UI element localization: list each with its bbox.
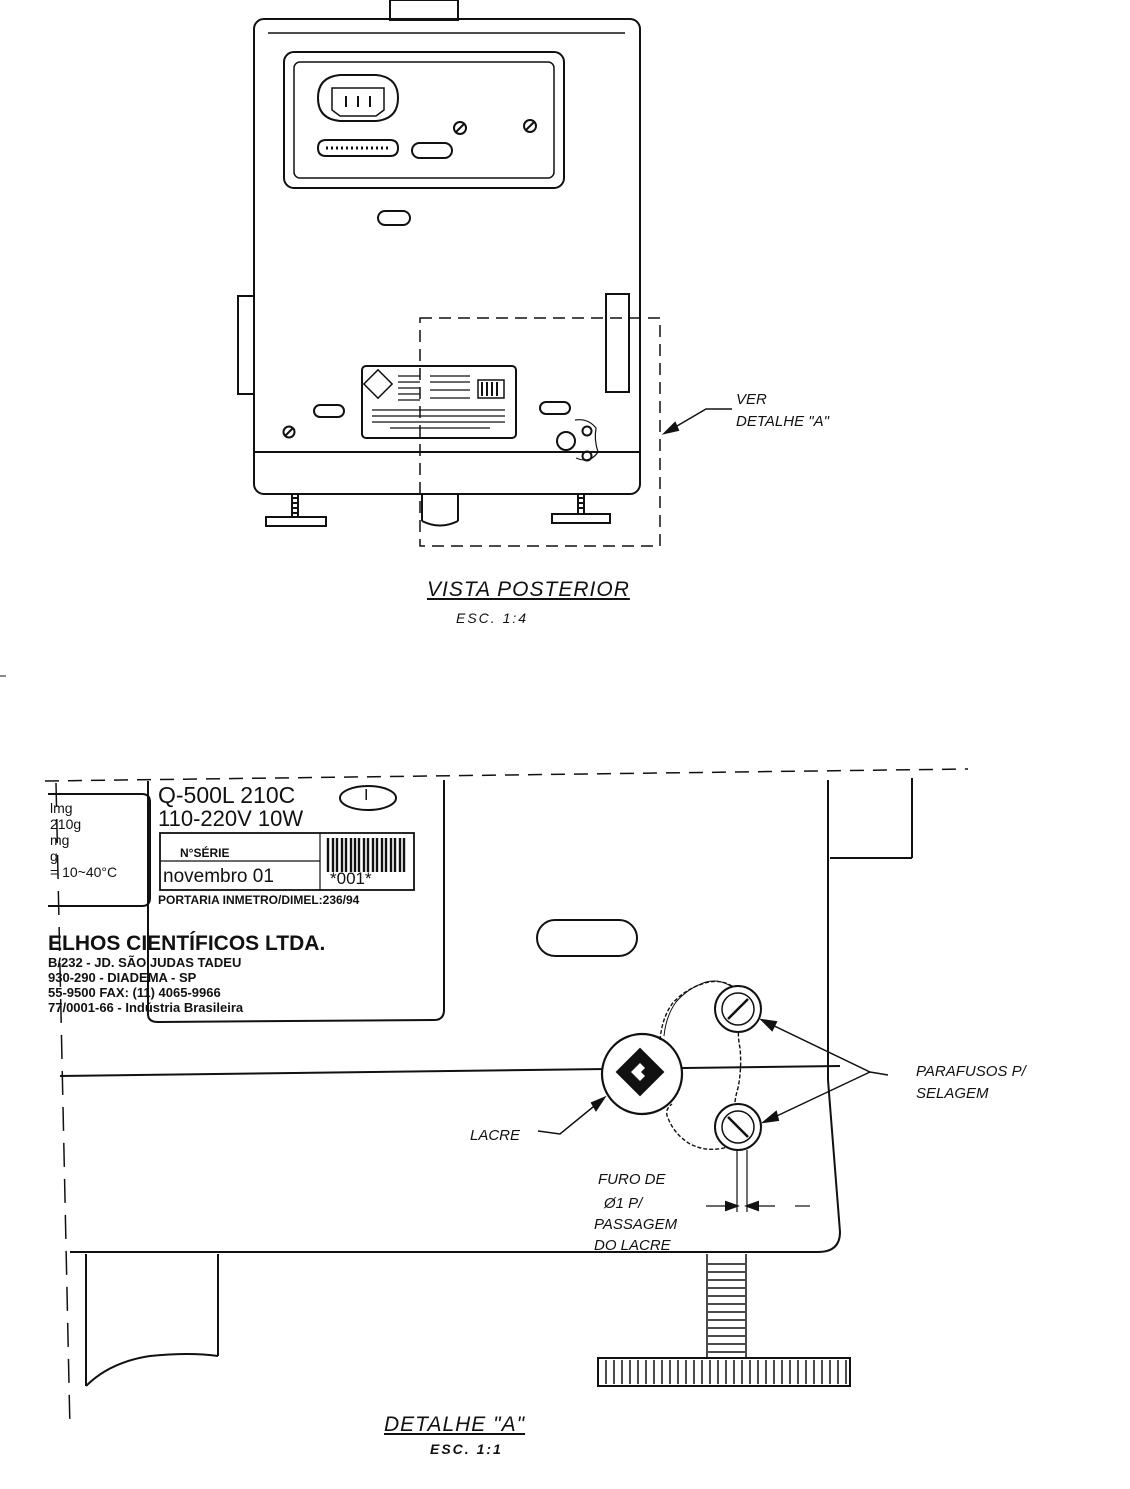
label-hole-line4: DO LACRE	[594, 1237, 671, 1254]
plate-address-line: 55-9500 FAX: (11) 4065-9966	[48, 985, 221, 1000]
detail-view-device	[0, 675, 969, 1431]
plate-address-line: 77/0001-66 - Indústria Brasileira	[48, 1000, 244, 1015]
plate-spec-line: 210g	[50, 816, 82, 832]
rear-screw-icon	[282, 425, 296, 439]
rear-screw-icon	[453, 121, 467, 135]
plate-serial-number: *001*	[330, 869, 372, 888]
label-hole-line1: FURO DE	[598, 1171, 666, 1188]
callout-ver: VER	[736, 391, 767, 408]
plate-class-mark: I	[364, 787, 369, 804]
label-seal: LACRE	[470, 1127, 521, 1144]
rear-screw-icon	[523, 119, 537, 133]
label-hole-line2: Ø1 P/	[604, 1195, 643, 1212]
plate-serial-label: N°SÉRIE	[180, 846, 230, 860]
callout-detail-a: DETALHE "A"	[736, 413, 829, 430]
detail-view-scale: ESC. 1:1	[430, 1441, 503, 1457]
serial-connector-icon	[316, 139, 400, 157]
seal-icon	[600, 1032, 684, 1116]
plate-address-line: B/232 - JD. SÃO JUDAS TADEU	[48, 955, 242, 970]
plate-date: novembro 01	[163, 866, 274, 887]
plate-spec-left: lmg 210g mg g = 10~40°C	[50, 800, 117, 880]
sealing-screw-icon	[714, 1103, 762, 1151]
label-hole-line3: PASSAGEM	[594, 1216, 678, 1233]
plate-model: Q-500L 210C	[158, 782, 296, 808]
plate-spec-line: = 10~40°C	[50, 864, 118, 880]
plate-address: B/232 - JD. SÃO JUDAS TADEU 930-290 - DI…	[48, 955, 243, 1015]
rear-view-scale: ESC. 1:4	[456, 610, 529, 626]
plate-portaria: PORTARIA INMETRO/DIMEL:236/94	[158, 893, 360, 907]
plate-voltage: 110-220V 10W	[158, 806, 304, 831]
label-screws-line1: PARAFUSOS P/	[916, 1063, 1026, 1080]
plate-spec-line: mg	[50, 832, 70, 848]
plate-spec-line: g	[50, 848, 58, 864]
detail-view-title: DETALHE "A"	[384, 1413, 526, 1436]
leveling-foot-icon	[597, 1254, 851, 1387]
label-screws-line2: SELAGEM	[916, 1085, 989, 1102]
plate-address-line: 930-290 - DIADEMA - SP	[48, 970, 197, 985]
barcode-icon	[326, 838, 406, 872]
sealing-screw-icon	[714, 985, 762, 1033]
plate-company: ELHOS CIENTÍFICOS LTDA.	[48, 932, 326, 955]
rear-view-title: VISTA POSTERIOR	[427, 578, 630, 601]
rear-view-device	[237, 0, 732, 547]
power-inlet-icon	[316, 74, 400, 122]
plate-spec-line: lmg	[50, 800, 73, 816]
